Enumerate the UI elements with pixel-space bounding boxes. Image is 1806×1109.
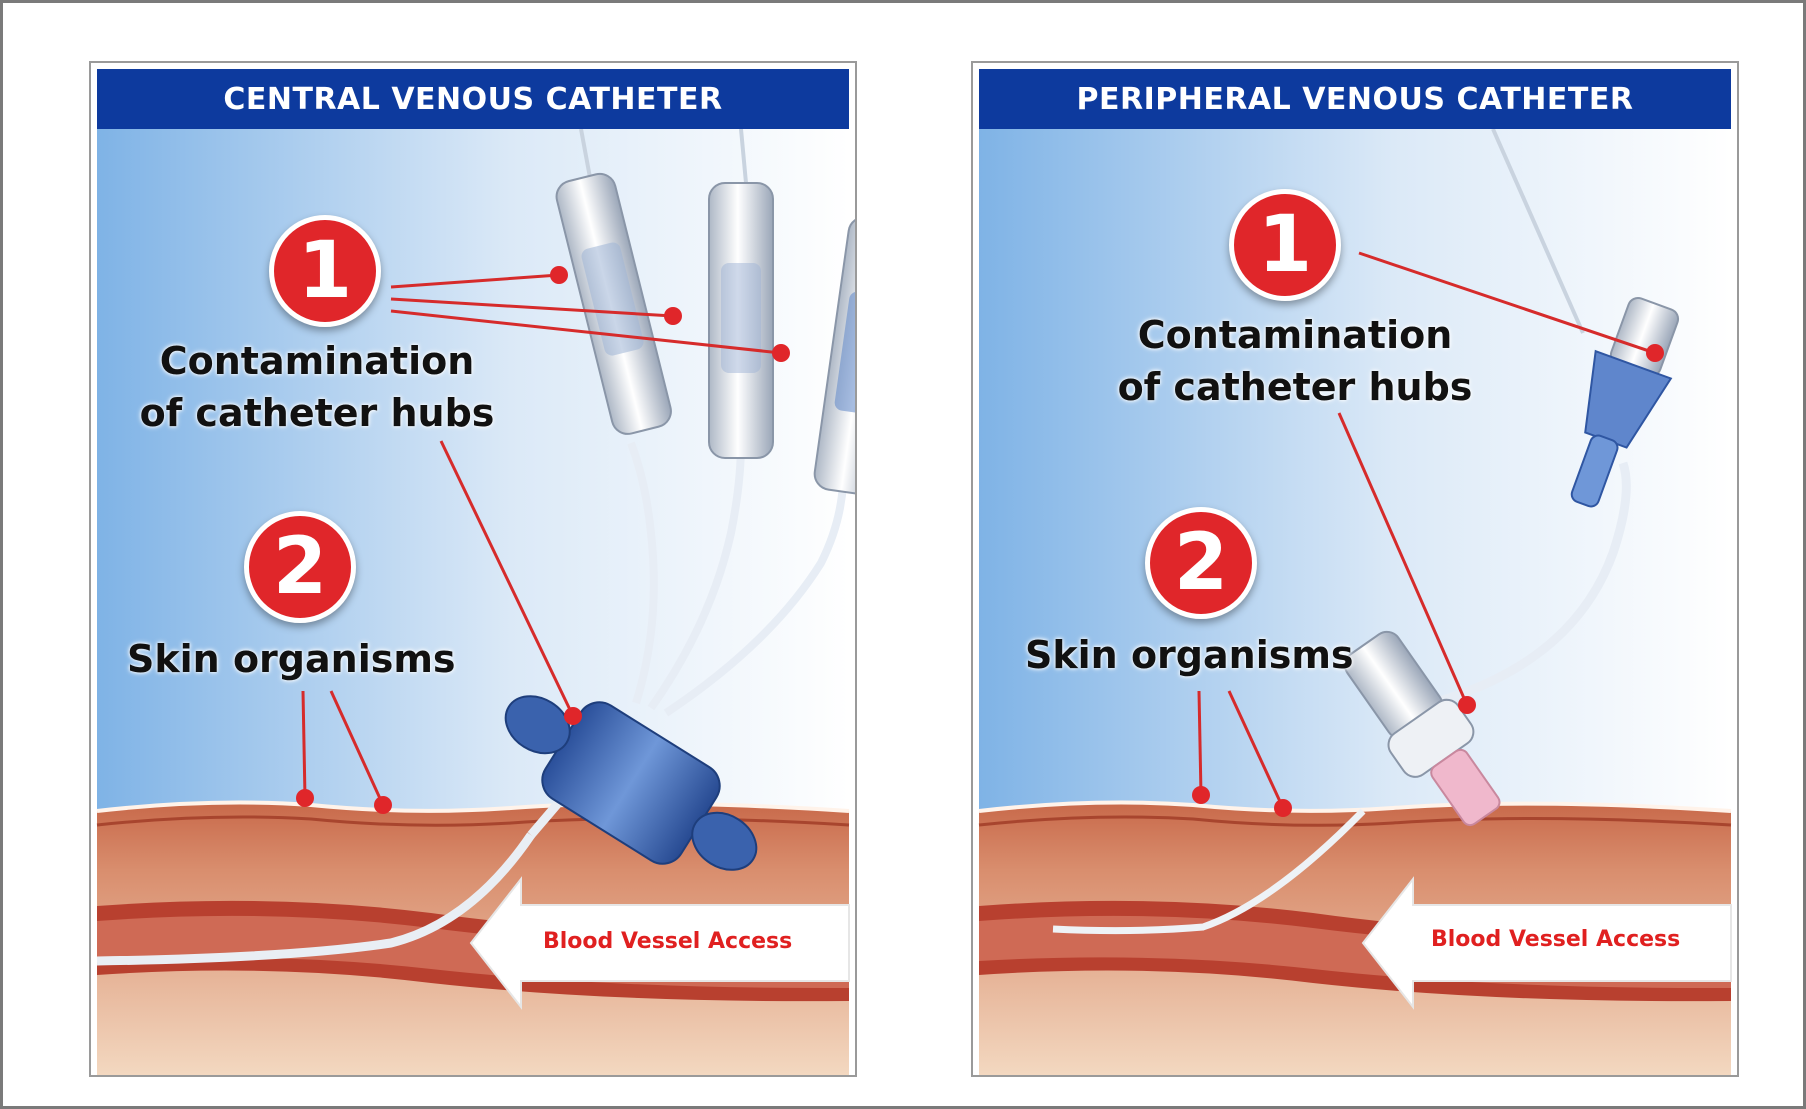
hubs-contamination-label: Contamination of catheter hubs (1075, 309, 1515, 413)
hubs-label-line1: Contamination (97, 335, 537, 387)
callout-1-badge: 1 (1229, 189, 1341, 301)
skin-organisms-label: Skin organisms (1025, 631, 1425, 679)
peripheral-catheter-illustration (973, 63, 1737, 1075)
hubs-contamination-label: Contamination of catheter hubs (97, 335, 537, 439)
central-catheter-illustration (91, 63, 855, 1075)
hubs-label-line2: of catheter hubs (97, 387, 537, 439)
callout-2-badge: 2 (1145, 507, 1257, 619)
callout-1-badge: 1 (269, 215, 381, 327)
blood-vessel-access-label: Blood Vessel Access (1431, 927, 1680, 952)
panel-header: CENTRAL VENOUS CATHETER (97, 69, 849, 129)
peripheral-venous-catheter-panel: PERIPHERAL VENOUS CATHETER 1 Contaminati… (971, 61, 1739, 1077)
skin-organisms-label: Skin organisms (127, 635, 527, 683)
blood-vessel-access-label: Blood Vessel Access (543, 929, 792, 954)
central-venous-catheter-panel: CENTRAL VENOUS CATHETER 1 Contamination … (89, 61, 857, 1077)
hubs-label-line2: of catheter hubs (1075, 361, 1515, 413)
panel-header: PERIPHERAL VENOUS CATHETER (979, 69, 1731, 129)
callout-2-badge: 2 (244, 511, 356, 623)
hubs-label-line1: Contamination (1075, 309, 1515, 361)
